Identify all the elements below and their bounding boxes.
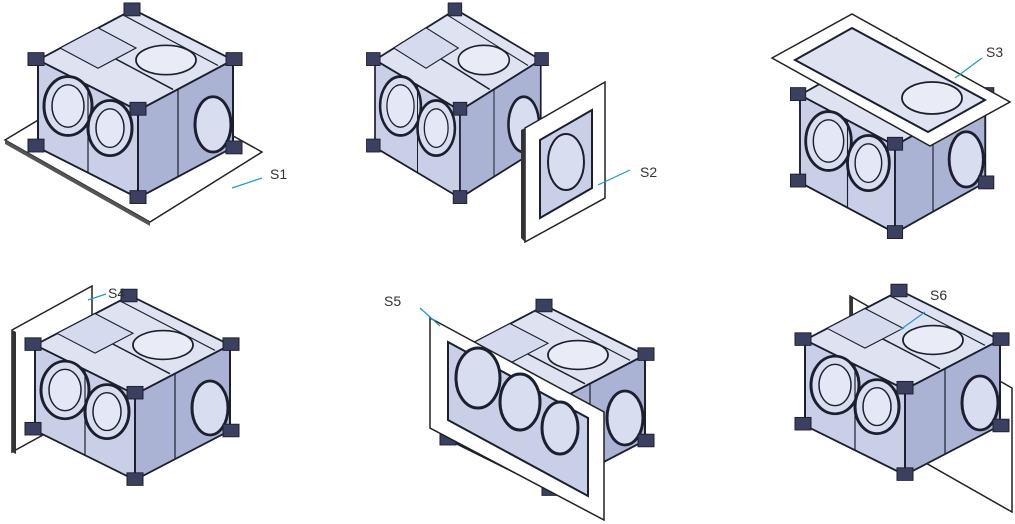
leader-line-s6 xyxy=(899,311,926,331)
position-s6: S6 xyxy=(793,282,1013,514)
mounting-plate-s2-edge xyxy=(521,128,525,242)
gearbox-s2-end-circle xyxy=(547,133,585,191)
label-s2: S2 xyxy=(640,164,657,180)
label-s4: S4 xyxy=(108,285,125,301)
leader-line-s5 xyxy=(419,307,441,327)
label-s1: S1 xyxy=(270,166,287,182)
mounting-plate-s4-edge xyxy=(12,330,16,454)
leader-line-s3 xyxy=(954,57,983,79)
position-s5: S5 xyxy=(384,293,656,522)
label-s6: S6 xyxy=(930,287,947,303)
label-s3: S3 xyxy=(986,44,1003,60)
leader-line-s1 xyxy=(231,177,263,189)
position-s4: S4 xyxy=(11,284,241,487)
position-s1: S1 xyxy=(3,1,287,226)
label-s5: S5 xyxy=(384,293,401,309)
leader-line-s4 xyxy=(87,293,107,301)
position-s2: S2 xyxy=(365,1,657,244)
gearbox-s3-top-circle xyxy=(901,81,963,115)
mounting-plate-s1-edge xyxy=(5,140,150,226)
leader-line-s2 xyxy=(597,169,631,186)
gearbox-s5-circle-3 xyxy=(540,400,580,456)
gearbox-s5-circle-1 xyxy=(454,346,502,410)
position-s3: S3 xyxy=(770,13,1012,240)
gearbox-s5-circle-2 xyxy=(498,372,542,432)
